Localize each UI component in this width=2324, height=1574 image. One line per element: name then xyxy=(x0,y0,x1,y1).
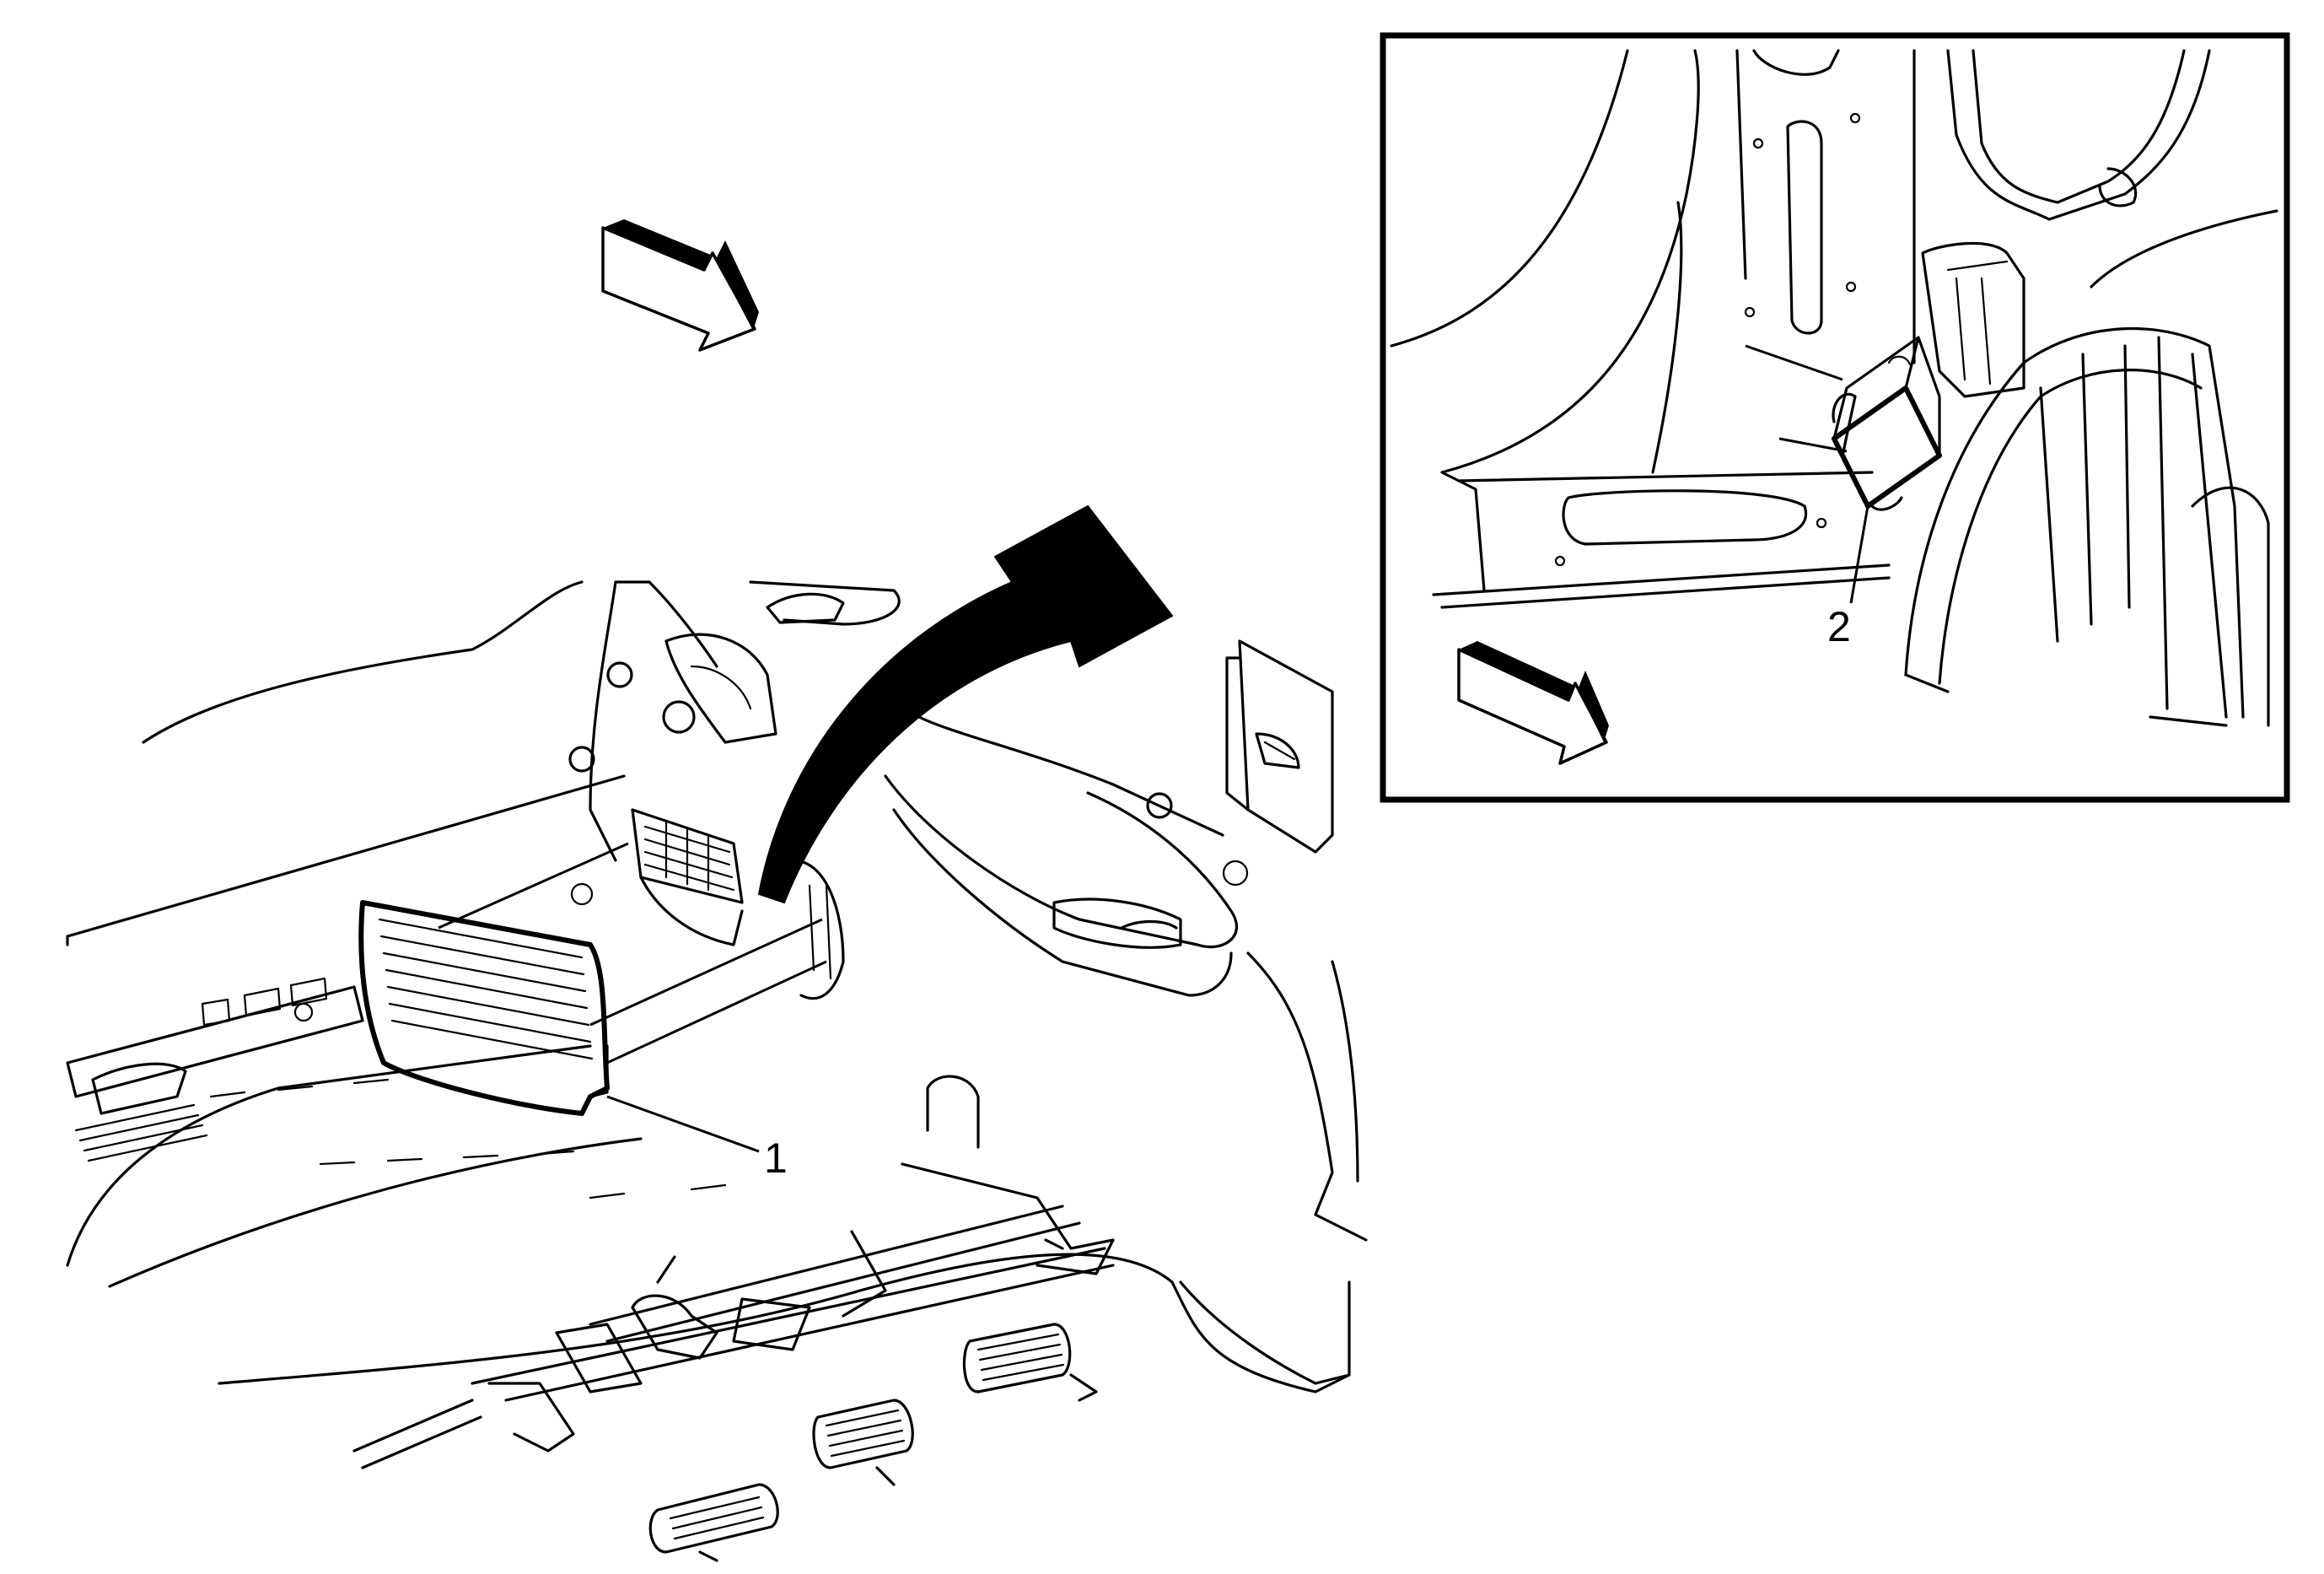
seat-mount-frame xyxy=(352,1075,1115,1562)
callout-2-leader xyxy=(1849,505,1869,604)
callout-1-leader xyxy=(606,1095,760,1153)
callout-2-label: 2 xyxy=(1827,603,1851,650)
module-fastener-lines xyxy=(1745,344,1848,453)
floor-grille-left xyxy=(648,1483,779,1554)
left-vent-strip xyxy=(66,977,364,1162)
grille-trim-panel xyxy=(358,900,610,1116)
main-view: 1 xyxy=(66,219,1368,1562)
install-guide-lines xyxy=(438,842,827,1065)
callout-1-label: 1 xyxy=(764,1135,788,1182)
quarter-trim-panel xyxy=(568,580,901,1000)
floor-dashes xyxy=(209,1078,727,1199)
inset-front-direction-arrow xyxy=(1457,648,1608,765)
floor-grille-right xyxy=(962,1323,1072,1393)
floor-grille-middle xyxy=(812,1399,914,1469)
detail-inset: 2 xyxy=(1380,32,2290,803)
cargo-floor-outline xyxy=(66,580,643,1288)
removal-arrow xyxy=(757,504,1174,904)
control-module xyxy=(1832,336,1942,511)
floor-front-edge xyxy=(218,1253,1351,1393)
right-side-trim xyxy=(884,639,1368,1385)
